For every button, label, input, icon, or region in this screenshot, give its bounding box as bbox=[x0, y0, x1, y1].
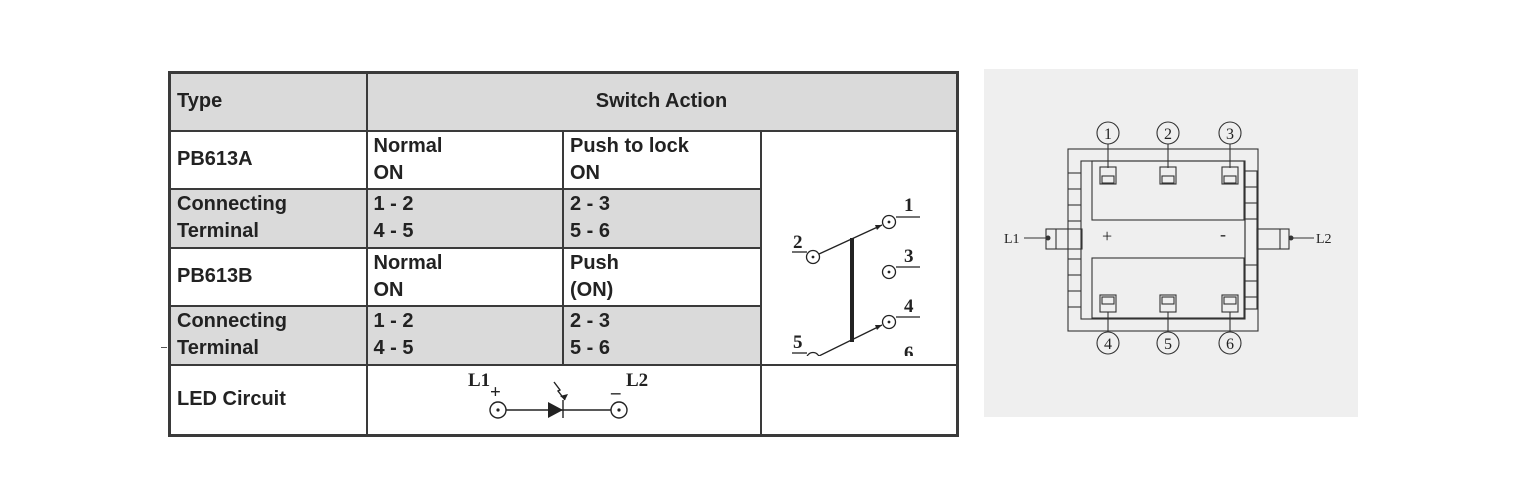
terminal-5-label: 5 bbox=[793, 332, 803, 353]
lower-contact-block bbox=[1091, 257, 1245, 319]
row-label: LED Circuit bbox=[168, 363, 368, 436]
pinout-diagram: 1 2 3 4 5 6 L1 L2 + - bbox=[1004, 121, 1332, 355]
lead-l2-label: L2 bbox=[1316, 232, 1332, 247]
pin-1-icon bbox=[1096, 121, 1120, 145]
pin-1-label: 1 bbox=[1104, 126, 1112, 143]
housing-outline bbox=[1067, 148, 1259, 332]
table-header-row: Type Switch Action bbox=[168, 71, 958, 132]
upper-contact-block bbox=[1091, 160, 1245, 221]
pin-4-label: 4 bbox=[1104, 336, 1112, 353]
lead-l2-housing bbox=[1256, 228, 1290, 250]
terminal-1-icon bbox=[881, 214, 896, 229]
pin-6-label: 6 bbox=[1226, 336, 1234, 353]
header-switch-action: Switch Action bbox=[365, 71, 958, 132]
row-action-state: Push(ON) bbox=[561, 246, 762, 307]
pin-2-icon bbox=[1156, 121, 1180, 145]
lead-l1-label: L1 bbox=[1004, 232, 1020, 247]
led-plus-label: + bbox=[490, 382, 501, 403]
row-label: PB613A bbox=[168, 129, 368, 190]
terminal-4-label: 4 bbox=[904, 296, 914, 317]
terminal-2-icon bbox=[805, 249, 820, 264]
actuator-bar bbox=[849, 237, 854, 342]
polarity-plus-label: + bbox=[1102, 226, 1112, 246]
led-diode-icon bbox=[547, 401, 563, 418]
pin-5-label: 5 bbox=[1164, 336, 1172, 353]
terminal-3-icon bbox=[881, 264, 896, 279]
switch-schematic: 1 2 3 4 5 6 bbox=[791, 195, 920, 363]
terminal-5-icon bbox=[805, 351, 820, 363]
led-circuit-diagram: L1 + _ L2 bbox=[468, 370, 648, 419]
pin-3-icon bbox=[1218, 121, 1242, 145]
terminal-3-label: 3 bbox=[904, 246, 914, 267]
led-l2-label: L2 bbox=[626, 370, 648, 391]
switch-schematic-cell: 1 2 3 4 5 6 bbox=[759, 129, 958, 366]
pin-5-icon bbox=[1156, 331, 1180, 355]
row-label: PB613B bbox=[168, 246, 368, 307]
pin-2-label: 2 bbox=[1164, 126, 1172, 143]
polarity-minus-label: - bbox=[1220, 224, 1226, 244]
table-row-led-circuit: LED Circuit L1 + bbox=[168, 363, 958, 436]
led-circuit-cell: L1 + _ L2 bbox=[365, 363, 762, 436]
margin-tick bbox=[161, 347, 167, 348]
terminal-1-label: 1 bbox=[904, 195, 914, 216]
led-l1-label: L1 bbox=[468, 370, 490, 391]
lead-l1-housing bbox=[1045, 228, 1083, 250]
pinout-panel: 1 2 3 4 5 6 L1 L2 + - bbox=[984, 69, 1358, 417]
terminal-2-label: 2 bbox=[793, 232, 803, 253]
pin-6-icon bbox=[1218, 331, 1242, 355]
header-type: Type bbox=[168, 71, 368, 132]
terminal-6-label: 6 bbox=[904, 343, 914, 356]
led-emission-icon bbox=[552, 381, 566, 400]
pin-3-label: 3 bbox=[1226, 126, 1234, 143]
pin-4-icon bbox=[1096, 331, 1120, 355]
terminal-4-icon bbox=[881, 314, 896, 329]
led-minus-label: _ bbox=[610, 376, 621, 397]
